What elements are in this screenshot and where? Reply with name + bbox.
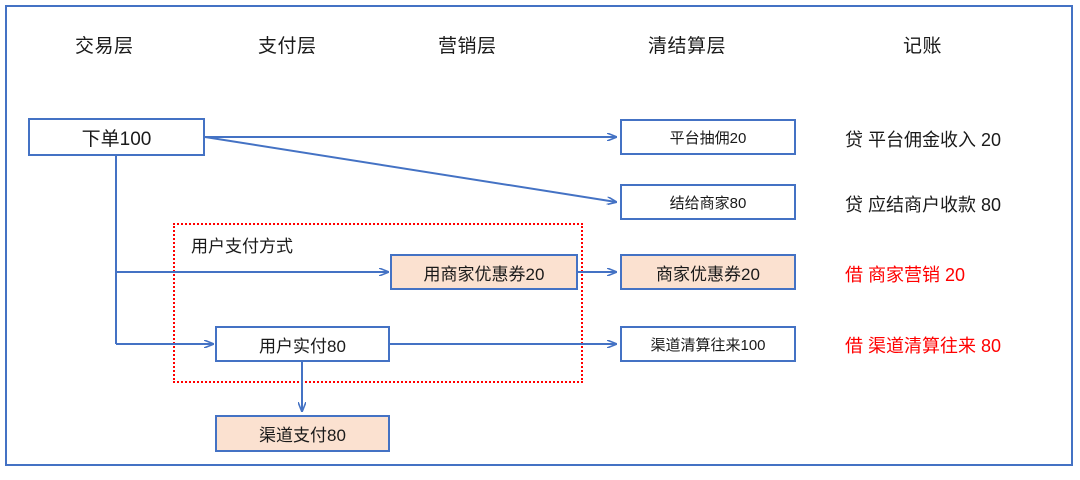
node-use-merchant-coupon-label: 用商家优惠券20: [423, 264, 545, 284]
diagram-frame: [5, 5, 1073, 466]
ledger-entry-channel-clearing: 借 渠道清算往来 80: [845, 336, 1002, 356]
group-user-payment-method: [173, 223, 583, 383]
node-order[interactable]: 下单100: [28, 118, 205, 156]
column-header-marketing: 营销层: [438, 36, 497, 57]
column-header-payment: 支付层: [258, 36, 317, 57]
column-header-clearing: 清结算层: [648, 36, 727, 57]
node-channel-payment-label: 渠道支付80: [259, 426, 346, 445]
node-order-label: 下单100: [81, 128, 152, 150]
node-channel-payment[interactable]: 渠道支付80: [215, 415, 390, 452]
ledger-entry-merchant-marketing: 借 商家营销 20: [845, 265, 966, 285]
ledger-entry-commission-income: 贷 平台佣金收入 20: [845, 130, 1002, 150]
node-use-merchant-coupon[interactable]: 用商家优惠券20: [390, 254, 578, 290]
node-settle-merchant-label: 结给商家80: [669, 194, 747, 212]
node-user-actual-pay[interactable]: 用户实付80: [215, 326, 390, 362]
node-user-actual-pay-label: 用户实付80: [259, 336, 346, 356]
node-channel-clearing[interactable]: 渠道清算往来100: [620, 326, 796, 362]
group-label-user-payment-method: 用户支付方式: [191, 237, 293, 256]
node-platform-commission[interactable]: 平台抽佣20: [620, 119, 796, 155]
node-merchant-coupon-label: 商家优惠券20: [656, 264, 760, 284]
node-platform-commission-label: 平台抽佣20: [669, 129, 747, 147]
node-settle-merchant[interactable]: 结给商家80: [620, 184, 796, 220]
node-merchant-coupon[interactable]: 商家优惠券20: [620, 254, 796, 290]
column-header-transaction: 交易层: [75, 36, 134, 57]
column-header-accounting: 记账: [903, 36, 943, 57]
node-channel-clearing-label: 渠道清算往来100: [650, 336, 766, 354]
ledger-entry-merchant-payable: 贷 应结商户收款 80: [845, 195, 1002, 215]
